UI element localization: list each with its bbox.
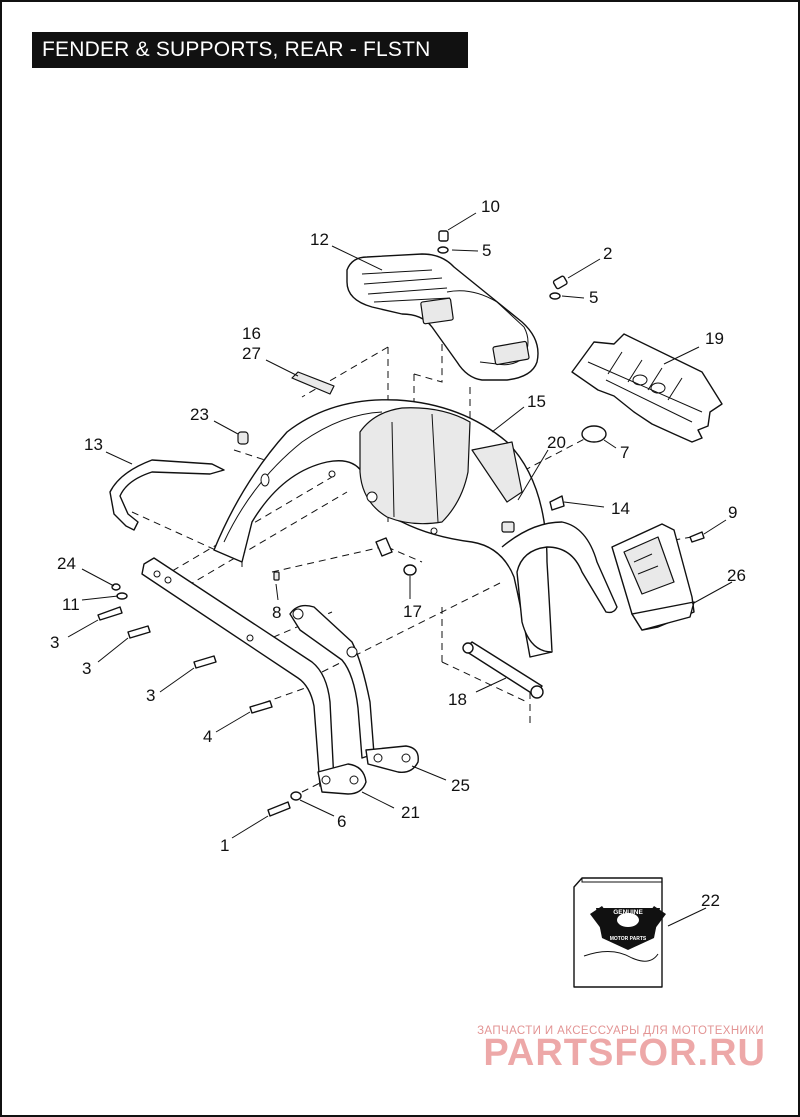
callout-23: 23 [190,405,209,424]
callout-numbers: 10 12 5 2 5 16 27 19 23 15 13 20 7 14 9 … [50,197,746,910]
callout-27: 27 [242,344,261,363]
callout-5b: 5 [589,288,598,307]
callout-10: 10 [481,197,500,216]
genuine-logo: GENUINE MOTOR PARTS [590,906,666,950]
fender-support-left [141,557,367,795]
callout-14: 14 [611,499,630,518]
support-rod [462,641,544,699]
callout-5a: 5 [482,241,491,260]
top-hardware [437,230,568,300]
rear-fender [213,399,618,658]
screw-small [689,531,705,543]
screws [97,571,302,817]
badge-line1: GENUINE [613,909,643,916]
callout-4: 4 [203,727,212,746]
callout-24: 24 [57,554,76,573]
license-bracket [611,523,695,631]
watermark-caption: ЗАПЧАСТИ И АКСЕССУАРЫ ДЛЯ МОТОТЕХНИКИ [477,1025,764,1037]
badge-line2: MOTOR PARTS [610,936,647,942]
callout-22: 22 [701,891,720,910]
callout-3a: 3 [50,633,59,652]
page-title: FENDER & SUPPORTS, REAR - FLSTN [32,32,468,68]
callout-9: 9 [728,503,737,522]
callout-21: 21 [401,803,420,822]
callout-18: 18 [448,690,467,709]
leader-lines [67,212,733,927]
callout-17: 17 [403,602,422,621]
genuine-parts-catalog: GENUINE MOTOR PARTS [573,877,666,988]
callout-2: 2 [603,244,612,263]
stud [375,537,417,576]
callout-19: 19 [705,329,724,348]
callout-3b: 3 [82,659,91,678]
callout-15: 15 [527,392,546,411]
bracket-strip [291,371,335,395]
callout-16: 16 [242,324,261,343]
callout-7: 7 [620,443,629,462]
callout-12: 12 [310,230,329,249]
callout-11: 11 [62,595,80,614]
grommet [237,431,249,445]
callout-26: 26 [727,566,746,585]
license-backing-plate [571,333,723,443]
fender-rail [109,459,225,531]
luggage-rack [346,253,539,381]
callout-13: 13 [84,435,103,454]
callout-6: 6 [337,812,346,831]
fender-clips [501,495,565,533]
plug-button [581,425,607,443]
watermark-logo: PARTSFOR.RU [483,1032,766,1074]
callout-8: 8 [272,603,281,622]
callout-3c: 3 [146,686,155,705]
callout-25: 25 [451,776,470,795]
callout-1: 1 [220,836,229,855]
fender-support-right [289,604,419,773]
callout-20: 20 [547,433,566,452]
